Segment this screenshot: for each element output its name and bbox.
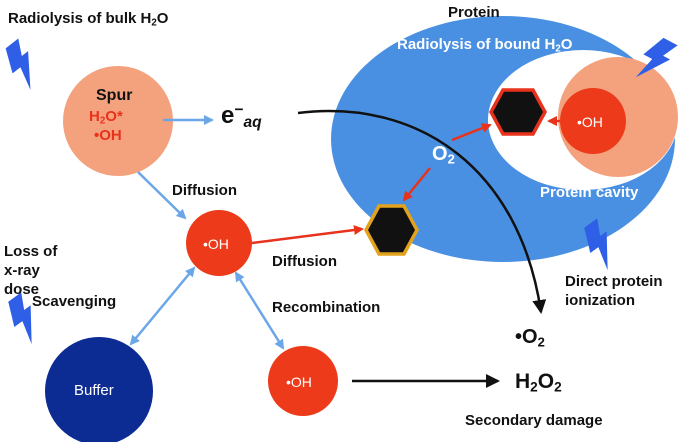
radiolysis-bulk-label: Radiolysis of bulk H2O bbox=[8, 10, 169, 29]
superoxide-label: •O2 bbox=[515, 326, 545, 350]
o2-label: O2 bbox=[432, 143, 455, 167]
arrow-eaq-to-o2 bbox=[297, 109, 547, 314]
spur-oh-radical: •OH bbox=[94, 127, 122, 144]
oh-radical-center bbox=[186, 210, 252, 276]
oh-radical-bottom bbox=[268, 346, 338, 416]
loss-of-dose-label: Loss of x-ray dose bbox=[4, 243, 58, 298]
arrow-recombination bbox=[234, 271, 285, 350]
lightning-bolt-icon bbox=[584, 218, 608, 271]
spur-circle bbox=[63, 66, 173, 176]
scavenging-label: Scavenging bbox=[32, 293, 117, 310]
buffer-circle bbox=[45, 337, 153, 442]
buffer-label: Buffer bbox=[74, 382, 114, 399]
oh-radical-cavity bbox=[560, 88, 626, 154]
direct-protein-ionization-label: Direct protein ionization bbox=[565, 273, 663, 309]
oh-center-label: •OH bbox=[203, 236, 229, 252]
lightning-bolt-icon bbox=[8, 292, 32, 345]
arrow-spur-to-oh bbox=[137, 171, 187, 220]
hexagon-icon bbox=[489, 88, 547, 136]
hydrated-electron-label: e−aq bbox=[221, 101, 262, 131]
recombination-label: Recombination bbox=[272, 299, 381, 316]
arrow-o2-to-hexagon-bottom bbox=[402, 167, 431, 202]
arrow-o2-to-hexagon-top bbox=[451, 123, 492, 142]
diffusion-label-top: Diffusion bbox=[172, 182, 237, 199]
lightning-bolt-icon bbox=[635, 37, 678, 78]
arrow-oh-diffusion-to-hexagon bbox=[251, 225, 364, 245]
arrow-scavenging bbox=[129, 266, 196, 346]
oh-bottom-label: •OH bbox=[286, 374, 312, 390]
spur-excited-water: H2O* bbox=[89, 108, 123, 127]
oh-cavity-label: •OH bbox=[577, 114, 603, 130]
lightning-bolt-icon bbox=[5, 38, 31, 90]
hexagon-icon bbox=[364, 204, 419, 256]
protein-cavity-label: Protein cavity bbox=[540, 184, 639, 201]
protein-label: Protein bbox=[448, 4, 500, 21]
diffusion-label-mid: Diffusion bbox=[272, 253, 337, 270]
h2o2-label: H2O2 bbox=[515, 370, 562, 395]
secondary-damage-label: Secondary damage bbox=[465, 412, 603, 429]
spur-title: Spur bbox=[96, 87, 133, 104]
radiolysis-bound-label: Radiolysis of bound H2O bbox=[397, 36, 573, 55]
